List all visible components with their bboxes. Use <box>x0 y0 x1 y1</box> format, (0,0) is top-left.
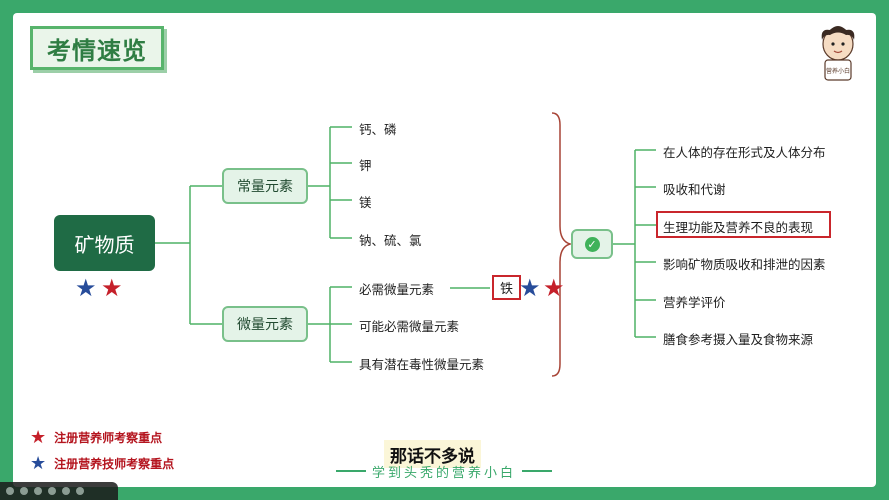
branch-trace-elements: 微量元素 <box>222 306 308 342</box>
leaf-essential-trace: 必需微量元素 <box>359 282 435 297</box>
footer-text: 学到头秃的营养小白 <box>372 465 517 481</box>
leaf-possibly-essential-trace: 可能必需微量元素 <box>359 319 460 334</box>
legend-label: 注册营养技师考察重点 <box>54 457 175 471</box>
avatar: 营养小白 <box>821 26 855 81</box>
legend-label: 注册营养师考察重点 <box>54 431 163 445</box>
leaf-magnesium: 镁 <box>359 195 372 210</box>
slide-card <box>13 13 876 487</box>
control-icon[interactable] <box>62 487 70 495</box>
root-node: 矿物质 <box>54 215 155 271</box>
avatar-caption: 营养小白 <box>826 67 850 75</box>
control-icon[interactable] <box>6 487 14 495</box>
iron-box: 铁 <box>492 275 521 300</box>
topic-distribution: 在人体的存在形式及人体分布 <box>663 145 826 160</box>
highlight-box <box>656 211 831 238</box>
branch-macro-elements: 常量元素 <box>222 168 308 204</box>
curly-brace <box>551 112 573 377</box>
legend-registered-dietitian: ★ 注册营养师考察重点 <box>30 427 162 448</box>
leaf-potentially-toxic-trace: 具有潜在毒性微量元素 <box>359 357 485 372</box>
check-node: ✓ <box>571 229 613 259</box>
slide-title: 考情速览 <box>30 26 164 70</box>
topic-absorption-metabolism: 吸收和代谢 <box>663 182 726 197</box>
red-star-icon: ★ <box>543 274 565 302</box>
blue-star-icon: ★ <box>519 274 541 302</box>
legend-registered-technician: ★ 注册营养技师考察重点 <box>30 453 174 474</box>
topic-physiological-function: 生理功能及营养不良的表现 <box>663 220 814 235</box>
red-star-icon: ★ <box>30 427 47 448</box>
control-icon[interactable] <box>76 487 84 495</box>
leaf-sodium-sulfur-chlorine: 钠、硫、氯 <box>359 233 422 248</box>
topic-nutrition-evaluation: 营养学评价 <box>663 295 726 310</box>
topic-absorption-factors: 影响矿物质吸收和排泄的因素 <box>663 257 826 272</box>
control-icon[interactable] <box>20 487 28 495</box>
leaf-potassium: 钾 <box>359 158 372 173</box>
red-star-icon: ★ <box>101 274 123 302</box>
topic-dietary-reference: 膳食参考摄入量及食物来源 <box>663 332 814 347</box>
player-controls[interactable] <box>0 482 118 500</box>
video-subtitle: 那话不多说 <box>384 440 481 468</box>
control-icon[interactable] <box>34 487 42 495</box>
control-icon[interactable] <box>48 487 56 495</box>
leaf-calcium-phosphorus: 钙、磷 <box>359 122 397 137</box>
check-icon: ✓ <box>584 236 600 252</box>
blue-star-icon: ★ <box>75 274 97 302</box>
footer-signature: 学到头秃的营养小白 <box>336 463 553 481</box>
blue-star-icon: ★ <box>30 453 47 474</box>
